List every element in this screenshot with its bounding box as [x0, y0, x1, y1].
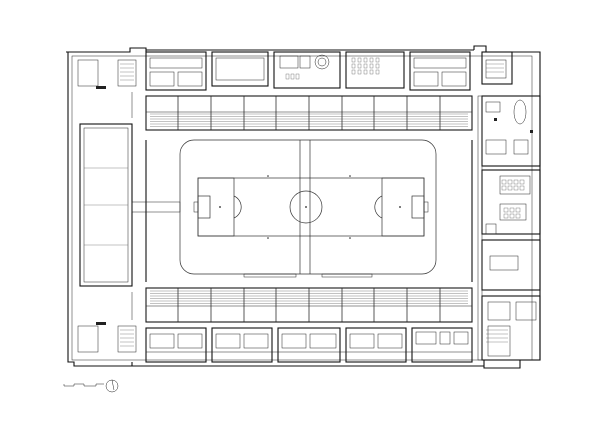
south-stand-seating — [150, 290, 468, 304]
scale-bar — [63, 383, 104, 387]
outer-envelope — [66, 45, 541, 369]
south-stand-bays — [145, 287, 473, 323]
west-concourse — [77, 59, 137, 353]
east-wing-furniture — [494, 118, 533, 219]
football-pitch — [179, 139, 437, 278]
east-wing — [477, 51, 541, 361]
north-stand-bays — [145, 95, 473, 131]
south-rooms — [145, 327, 473, 363]
north-rooms — [145, 51, 471, 91]
north-stand-seating — [150, 113, 468, 127]
stairs — [120, 63, 508, 347]
pitch-surround — [131, 140, 473, 282]
north-arrow-icon — [105, 379, 119, 393]
north-fixtures — [285, 57, 380, 80]
